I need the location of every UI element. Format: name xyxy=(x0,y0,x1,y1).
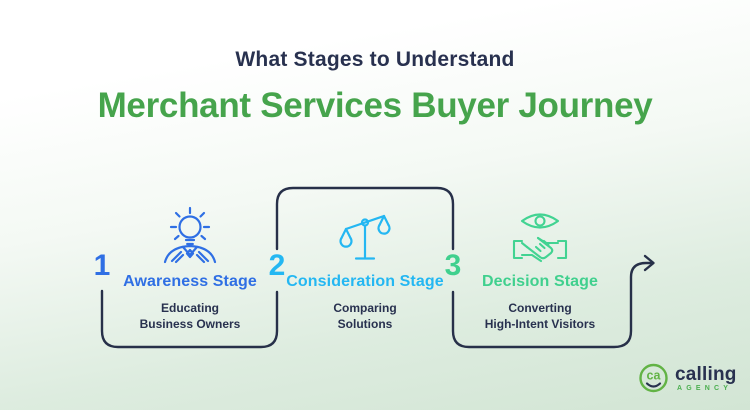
stage-subtext-line: Business Owners xyxy=(139,317,241,331)
logo-text: calling AGENCY xyxy=(675,365,737,392)
stage-number-2: 2 xyxy=(268,249,286,282)
stage-label-decision: Decision Stage xyxy=(481,273,599,290)
stage-block-awareness: Awareness Stage Educating Business Owner… xyxy=(100,202,280,332)
logo-monogram: ca xyxy=(647,369,662,383)
stage-subtext-line: High-Intent Visitors xyxy=(484,317,596,331)
page-subtitle: What Stages to Understand xyxy=(235,48,515,71)
logo-mark-icon: ca xyxy=(639,363,668,393)
stage-subtext-line: Converting xyxy=(508,301,572,315)
brand-tagline: AGENCY xyxy=(677,384,733,392)
brand-logo: ca calling AGENCY xyxy=(636,360,737,396)
page-title: Merchant Services Buyer Journey xyxy=(97,86,653,125)
stage-subtext-decision: Converting High-Intent Visitors xyxy=(450,300,630,332)
stage-subtext-line: Comparing xyxy=(333,301,397,315)
stage-number-1: 1 xyxy=(93,249,111,282)
stage2-icon-box xyxy=(275,202,455,264)
idea-person-icon xyxy=(163,206,217,264)
stage1-icon-box xyxy=(100,202,280,264)
stage3-icon-box xyxy=(450,202,630,264)
stage-number-3: 3 xyxy=(444,249,462,282)
stage-label-awareness: Awareness Stage xyxy=(123,273,257,290)
stage-block-decision: Decision Stage Converting High-Intent Vi… xyxy=(450,202,630,332)
stage-block-consideration: Consideration Stage Comparing Solutions xyxy=(275,202,455,332)
balance-scale-icon xyxy=(339,214,391,260)
stage-subtext-consideration: Comparing Solutions xyxy=(275,300,455,332)
brand-name: calling xyxy=(675,363,737,385)
stage-subtext-line: Solutions xyxy=(337,317,393,331)
right-arrow-icon xyxy=(643,254,655,272)
stage-subtext-awareness: Educating Business Owners xyxy=(100,300,280,332)
handshake-eye-icon xyxy=(512,213,568,263)
logo-smile xyxy=(645,382,662,388)
stage-label-consideration: Consideration Stage xyxy=(286,273,444,290)
stage-subtext-line: Educating xyxy=(160,301,219,315)
